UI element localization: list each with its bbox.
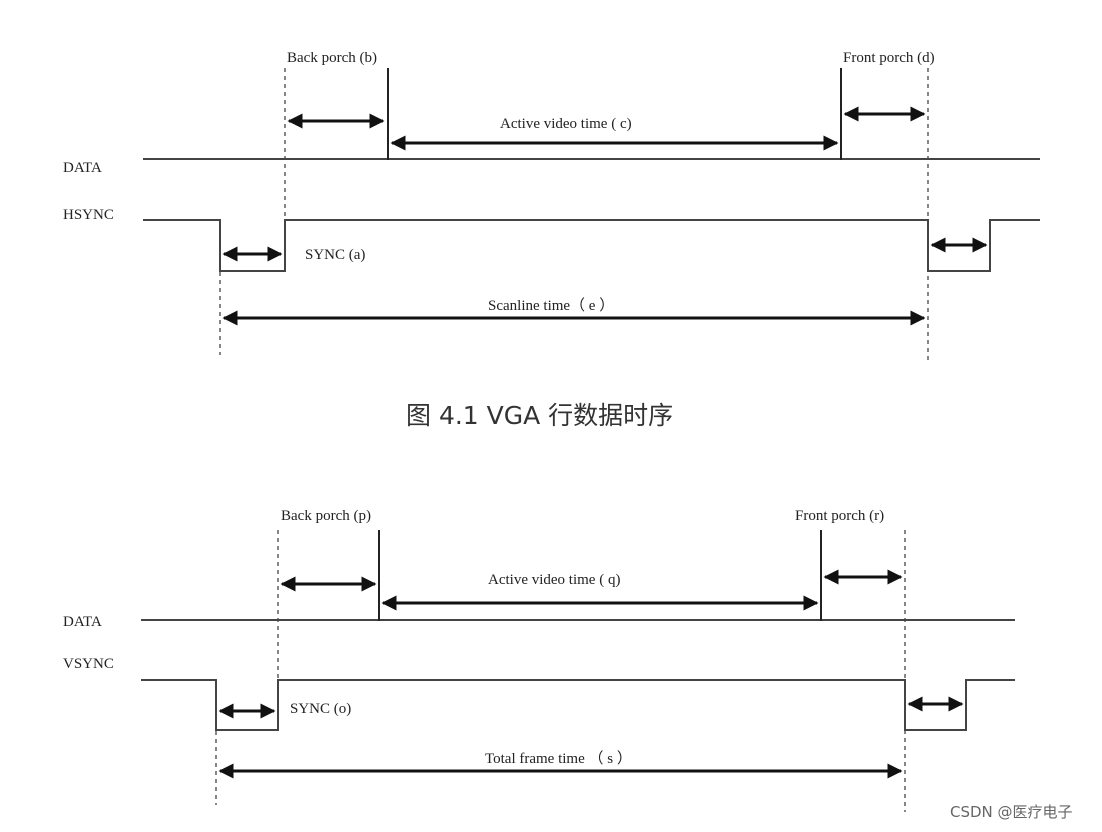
- vsync-timing-figure: DATA VSYNC Back porch (p) Active video t…: [63, 508, 1015, 812]
- data-signal-label: DATA: [63, 160, 102, 176]
- figure-caption: 图 4.1 VGA 行数据时序: [406, 401, 673, 430]
- back-porch-label: Back porch (b): [287, 50, 377, 66]
- back-porch-label: Back porch (p): [281, 508, 371, 524]
- hsync-waveform: [143, 219, 1040, 272]
- vsync-signal-label: VSYNC: [63, 656, 114, 672]
- active-video-label: Active video time ( q): [488, 572, 620, 588]
- total-frame-time-label: Total frame time （ s ）: [485, 750, 632, 767]
- front-porch-label: Front porch (r): [795, 508, 884, 524]
- data-signal-label: DATA: [63, 614, 102, 630]
- vsync-waveform: [141, 679, 1015, 731]
- watermark: CSDN @医疗电子: [950, 803, 1073, 821]
- front-porch-label: Front porch (d): [843, 50, 935, 66]
- scanline-time-label: Scanline time（ e ）: [488, 297, 614, 314]
- sync-label: SYNC (o): [290, 701, 351, 717]
- active-video-label: Active video time ( c): [500, 116, 632, 132]
- hsync-signal-label: HSYNC: [63, 207, 114, 223]
- hsync-timing-figure: DATA HSYNC Back porch (b) Active video t…: [63, 50, 1040, 360]
- sync-label: SYNC (a): [305, 247, 365, 263]
